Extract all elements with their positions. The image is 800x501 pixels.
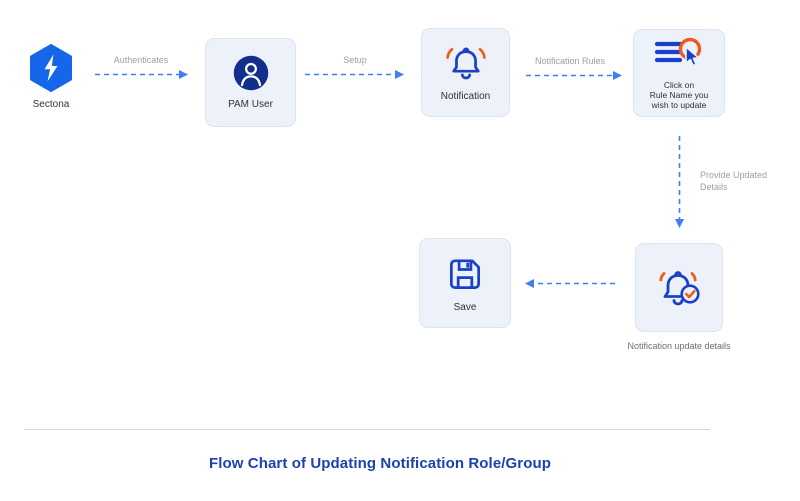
edge-authenticates-arrow (95, 70, 188, 79)
footer-divider (24, 429, 710, 430)
bell-check-icon (659, 270, 700, 305)
node-label-notification-update: Notification update details (627, 341, 731, 351)
edge-label-setup: Setup (343, 55, 367, 65)
node-notification: Notification (421, 28, 510, 117)
node-label-click-rule: Click on Rule Name you wish to update (650, 80, 709, 110)
node-label-sectona: Sectona (32, 99, 70, 110)
node-save: Save (419, 238, 511, 328)
sectona-logo-icon (30, 44, 72, 92)
click-rule-line-3: wish to update (651, 100, 707, 110)
menu-cursor-icon (654, 37, 702, 67)
user-icon (233, 55, 268, 91)
save-icon (450, 258, 480, 289)
edge-provide-updated-arrow (675, 136, 684, 228)
edge-label-authenticates: Authenticates (113, 55, 169, 65)
node-pam-user: PAM User (205, 38, 296, 127)
node-label-notification: Notification (440, 91, 491, 102)
click-rule-line-1: Click on (663, 80, 695, 90)
edge-label-notification-rules: Notification Rules (534, 56, 606, 66)
click-rule-line-2: Rule Name you (649, 90, 709, 100)
node-label-save: Save (453, 301, 477, 313)
node-notification-update (635, 243, 723, 332)
edge-notification-rules-arrow (526, 71, 622, 80)
node-label-pam-user: PAM User (228, 99, 273, 110)
node-sectona: Sectona (14, 44, 88, 110)
edge-setup-arrow (305, 70, 404, 79)
edge-to-save-arrow (525, 279, 615, 288)
edge-label-provide-updated: Provide Updated Details (700, 170, 768, 192)
bell-icon (445, 47, 486, 80)
node-click-rule: Click on Rule Name you wish to update (633, 29, 725, 117)
page-title: Flow Chart of Updating Notification Role… (208, 455, 552, 472)
